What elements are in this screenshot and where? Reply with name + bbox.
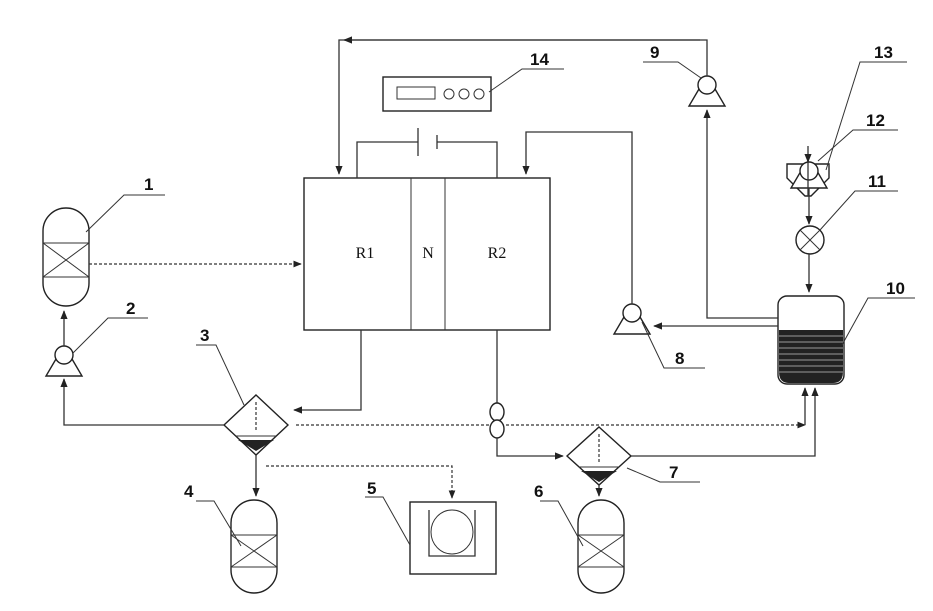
label-11: 11	[868, 172, 886, 191]
label-8: 8	[675, 349, 684, 368]
pump-2	[46, 346, 82, 376]
label-13: 13	[874, 43, 893, 62]
tank-10	[778, 296, 844, 384]
chamber-r1-label: R1	[356, 245, 375, 262]
chamber-r2-label: R2	[488, 245, 507, 262]
electrode-wiring	[357, 128, 497, 178]
vessel-6	[578, 500, 624, 593]
label-5: 5	[367, 479, 376, 498]
vessel-4	[231, 500, 277, 593]
label-12: 12	[866, 111, 885, 130]
pump-8	[614, 304, 650, 334]
label-4: 4	[184, 482, 194, 501]
filter-7	[567, 427, 631, 485]
chamber-n-label: N	[422, 245, 434, 262]
label-3: 3	[200, 326, 209, 345]
label-1: 1	[144, 175, 153, 194]
filter-3	[224, 395, 288, 455]
power-supply-body	[383, 77, 491, 111]
label-6: 6	[534, 482, 543, 501]
label-7: 7	[669, 463, 678, 482]
valve-11	[796, 226, 824, 254]
vessel-1	[43, 208, 89, 306]
reactor: R1 N R2	[304, 178, 550, 330]
label-2: 2	[126, 299, 135, 318]
label-9: 9	[650, 43, 659, 62]
unit-5	[410, 502, 496, 574]
label-14: 14	[530, 50, 549, 69]
pump-9	[689, 76, 725, 106]
power-supply	[383, 77, 491, 111]
label-10: 10	[886, 279, 905, 298]
